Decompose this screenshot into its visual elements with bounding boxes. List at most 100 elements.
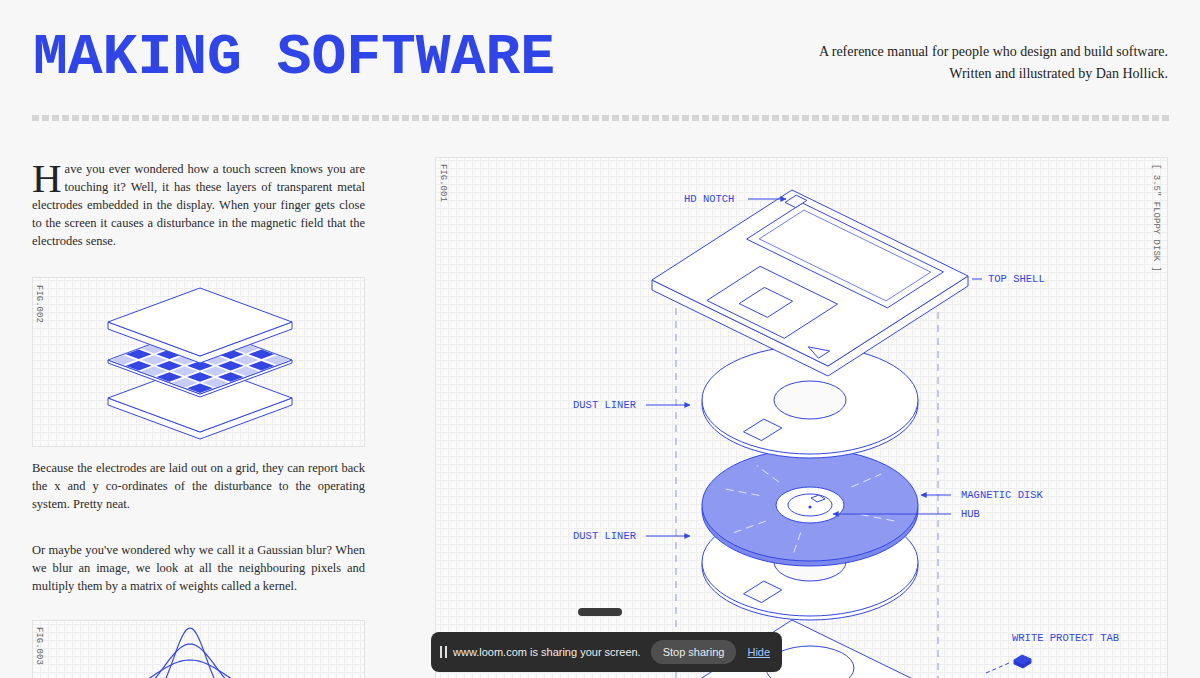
separator-dot (792, 115, 799, 121)
gaussian-illustration (100, 628, 280, 678)
separator-dot (82, 115, 89, 121)
hub-slot (811, 495, 825, 502)
separator-dot (492, 115, 499, 121)
electrode-cell (264, 355, 290, 365)
separator-dot (622, 115, 629, 121)
separator-dot (62, 115, 69, 121)
separator-dot (702, 115, 709, 121)
separator-dot (952, 115, 959, 121)
stop-sharing-button: Stop sharing (651, 640, 737, 664)
separator-dot (122, 115, 129, 121)
separator-dot (52, 115, 59, 121)
insert-arrow (808, 347, 830, 358)
separator-dot (202, 115, 209, 121)
figure-panel: FIG.003 (32, 620, 365, 678)
separator-dot (322, 115, 329, 121)
leader-line (921, 495, 951, 496)
separator-dot (72, 115, 79, 121)
separator-dot (932, 115, 939, 121)
part-label: WRITE PROTECT TAB (1012, 632, 1119, 644)
separator-dot (1092, 115, 1099, 121)
separator-dot (222, 115, 229, 121)
floppy-illustration (646, 190, 1031, 678)
separator-dot (922, 115, 929, 121)
separator-dot (342, 115, 349, 121)
body-paragraph: Have you ever wondered how a touch scree… (32, 160, 365, 250)
separator-dot (872, 115, 879, 121)
separator-dot (642, 115, 649, 121)
separator-dot (262, 115, 269, 121)
separator-dot (292, 115, 299, 121)
screen-share-bar: www.loom.com is sharing your screen.Hide… (431, 632, 782, 672)
panel-ground (32, 277, 365, 447)
figure-panel: FIG.001 [ 3.5" FLOPPY DISK ] (435, 157, 1168, 678)
separator-dot (92, 115, 99, 121)
electrode-layer-side (108, 360, 292, 397)
separator-dot (282, 115, 289, 121)
hub-ring (788, 494, 832, 516)
separator-dot (1162, 115, 1169, 121)
separator-dot (232, 115, 239, 121)
separator-dot (982, 115, 989, 121)
byline: Written and illustrated by Dan Hollick. (949, 65, 1168, 83)
separator-dot (802, 115, 809, 121)
disk-sheen (734, 521, 766, 533)
separator-dot (102, 115, 109, 121)
separator-dot (212, 115, 219, 121)
shutter-window (739, 287, 792, 317)
separator-dot (912, 115, 919, 121)
leader-line (986, 663, 1009, 673)
separator-dot (162, 115, 169, 121)
separator-dot (662, 115, 669, 121)
separator-dot (722, 115, 729, 121)
separator-dot (752, 115, 759, 121)
separator-dot (242, 115, 249, 121)
separator-dot (192, 115, 199, 121)
cover-glass-top (108, 288, 292, 356)
separator-dot (852, 115, 859, 121)
base-glass-top (108, 364, 292, 432)
figure-caption: [ 3.5" FLOPPY DISK ] (1150, 164, 1162, 272)
separator-dot (782, 115, 789, 121)
part-label: HD NOTCH (684, 193, 734, 205)
separator-dot (732, 115, 739, 121)
separator-dot (172, 115, 179, 121)
leader-line (646, 405, 690, 406)
separator-dot (542, 115, 549, 121)
part-label: TOP SHELL (988, 273, 1045, 285)
separator-dot (832, 115, 839, 121)
guide-line (676, 308, 677, 678)
write-protect-tab-top (1014, 655, 1031, 664)
separator-dot (1062, 115, 1069, 121)
upper-dust-liner-hole (774, 381, 846, 419)
separator-dot (612, 115, 619, 121)
leader-line (972, 279, 982, 280)
pause-bar (440, 646, 442, 658)
separator-dot (432, 115, 439, 121)
disk-sheen (757, 466, 779, 483)
gaussian-curve (100, 644, 280, 678)
separator-dot (632, 115, 639, 121)
separator-dot (352, 115, 359, 121)
separator-dot (42, 115, 49, 121)
separator-dot (502, 115, 509, 121)
separator-dot (462, 115, 469, 121)
separator-dot (992, 115, 999, 121)
figure-number: FIG.001 (437, 164, 449, 202)
separator-dot (972, 115, 979, 121)
separator-dot (1042, 115, 1049, 121)
body-paragraph: Because the electrodes are laid out on a… (32, 459, 365, 513)
separator-dot (672, 115, 679, 121)
separator-dot (712, 115, 719, 121)
separator-dot (902, 115, 909, 121)
separator-dot (1082, 115, 1089, 121)
separator-dot (402, 115, 409, 121)
leader-line (833, 514, 951, 515)
figure-panel: FIG.002 (32, 277, 365, 447)
disk-sheen (861, 515, 898, 522)
part-label: MAGNETIC DISK (961, 489, 1043, 501)
separator-dot (1012, 115, 1019, 121)
separator-dot (762, 115, 769, 121)
